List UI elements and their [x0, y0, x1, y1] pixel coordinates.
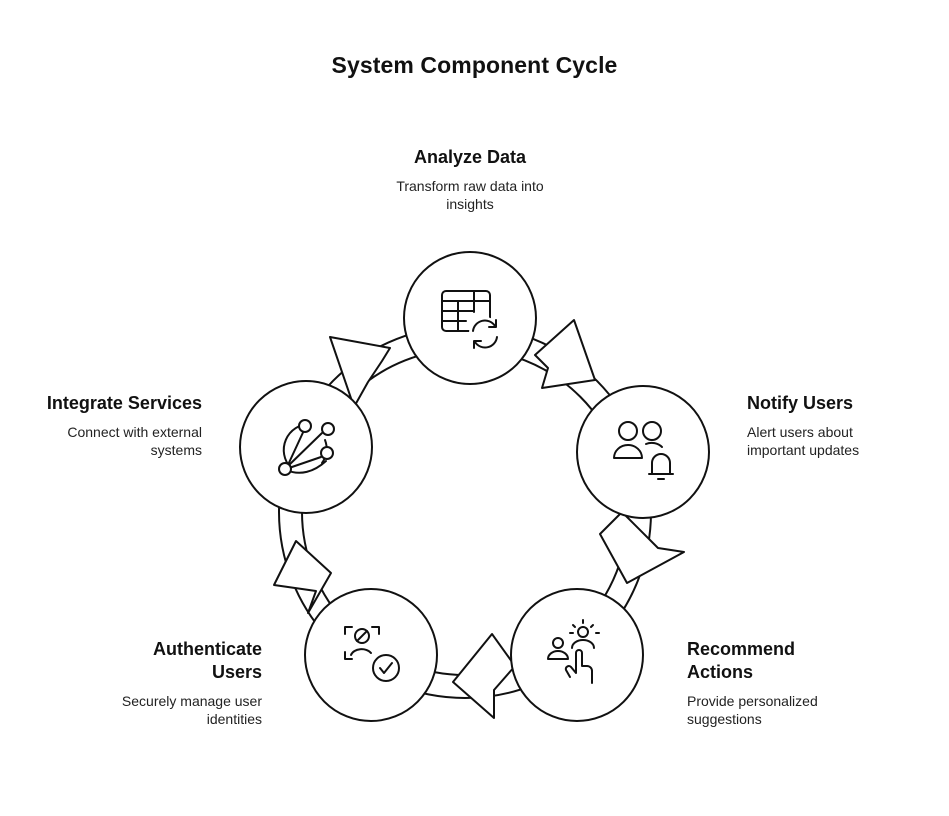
step-title-notify: Notify Users: [747, 393, 854, 413]
node-analyze: [403, 251, 537, 385]
face-scan-check-icon: [344, 626, 400, 682]
step-title-analyze: Analyze Data: [413, 147, 527, 167]
step-description-authenticate: Securely manage user identities: [121, 693, 262, 727]
arrow-authenticate-to-integrate: [273, 540, 332, 614]
users-pointer-icon: [547, 619, 600, 684]
arrow-notify-to-recommend: [599, 511, 685, 584]
label-recommend: Recommend Actions Provide personalized s…: [687, 638, 867, 728]
label-notify: Notify Users Alert users about important…: [747, 392, 937, 459]
label-integrate: Integrate Services Connect with external…: [12, 392, 202, 459]
users-bell-icon: [613, 421, 674, 480]
step-title-authenticate: Authenticate Users: [152, 639, 262, 682]
page-title: System Component Cycle: [331, 52, 618, 78]
node-notify: [576, 385, 710, 519]
node-integrate: [239, 380, 373, 514]
step-title-recommend: Recommend Actions: [687, 639, 796, 682]
label-analyze: Analyze Data Transform raw data into ins…: [355, 146, 585, 213]
arrow-recommend-to-authenticate: [452, 633, 516, 719]
step-description-notify: Alert users about important updates: [747, 424, 860, 458]
step-description-analyze: Transform raw data into insights: [396, 178, 544, 212]
step-description-recommend: Provide personalized suggestions: [687, 693, 818, 727]
label-authenticate: Authenticate Users Securely manage user …: [92, 638, 262, 728]
table-refresh-icon: [441, 290, 501, 349]
step-title-integrate: Integrate Services: [46, 393, 202, 413]
arrow-analyze-to-notify: [534, 319, 596, 389]
network-nodes-icon: [278, 419, 335, 476]
step-description-integrate: Connect with external systems: [67, 424, 202, 458]
node-authenticate: [304, 588, 438, 722]
